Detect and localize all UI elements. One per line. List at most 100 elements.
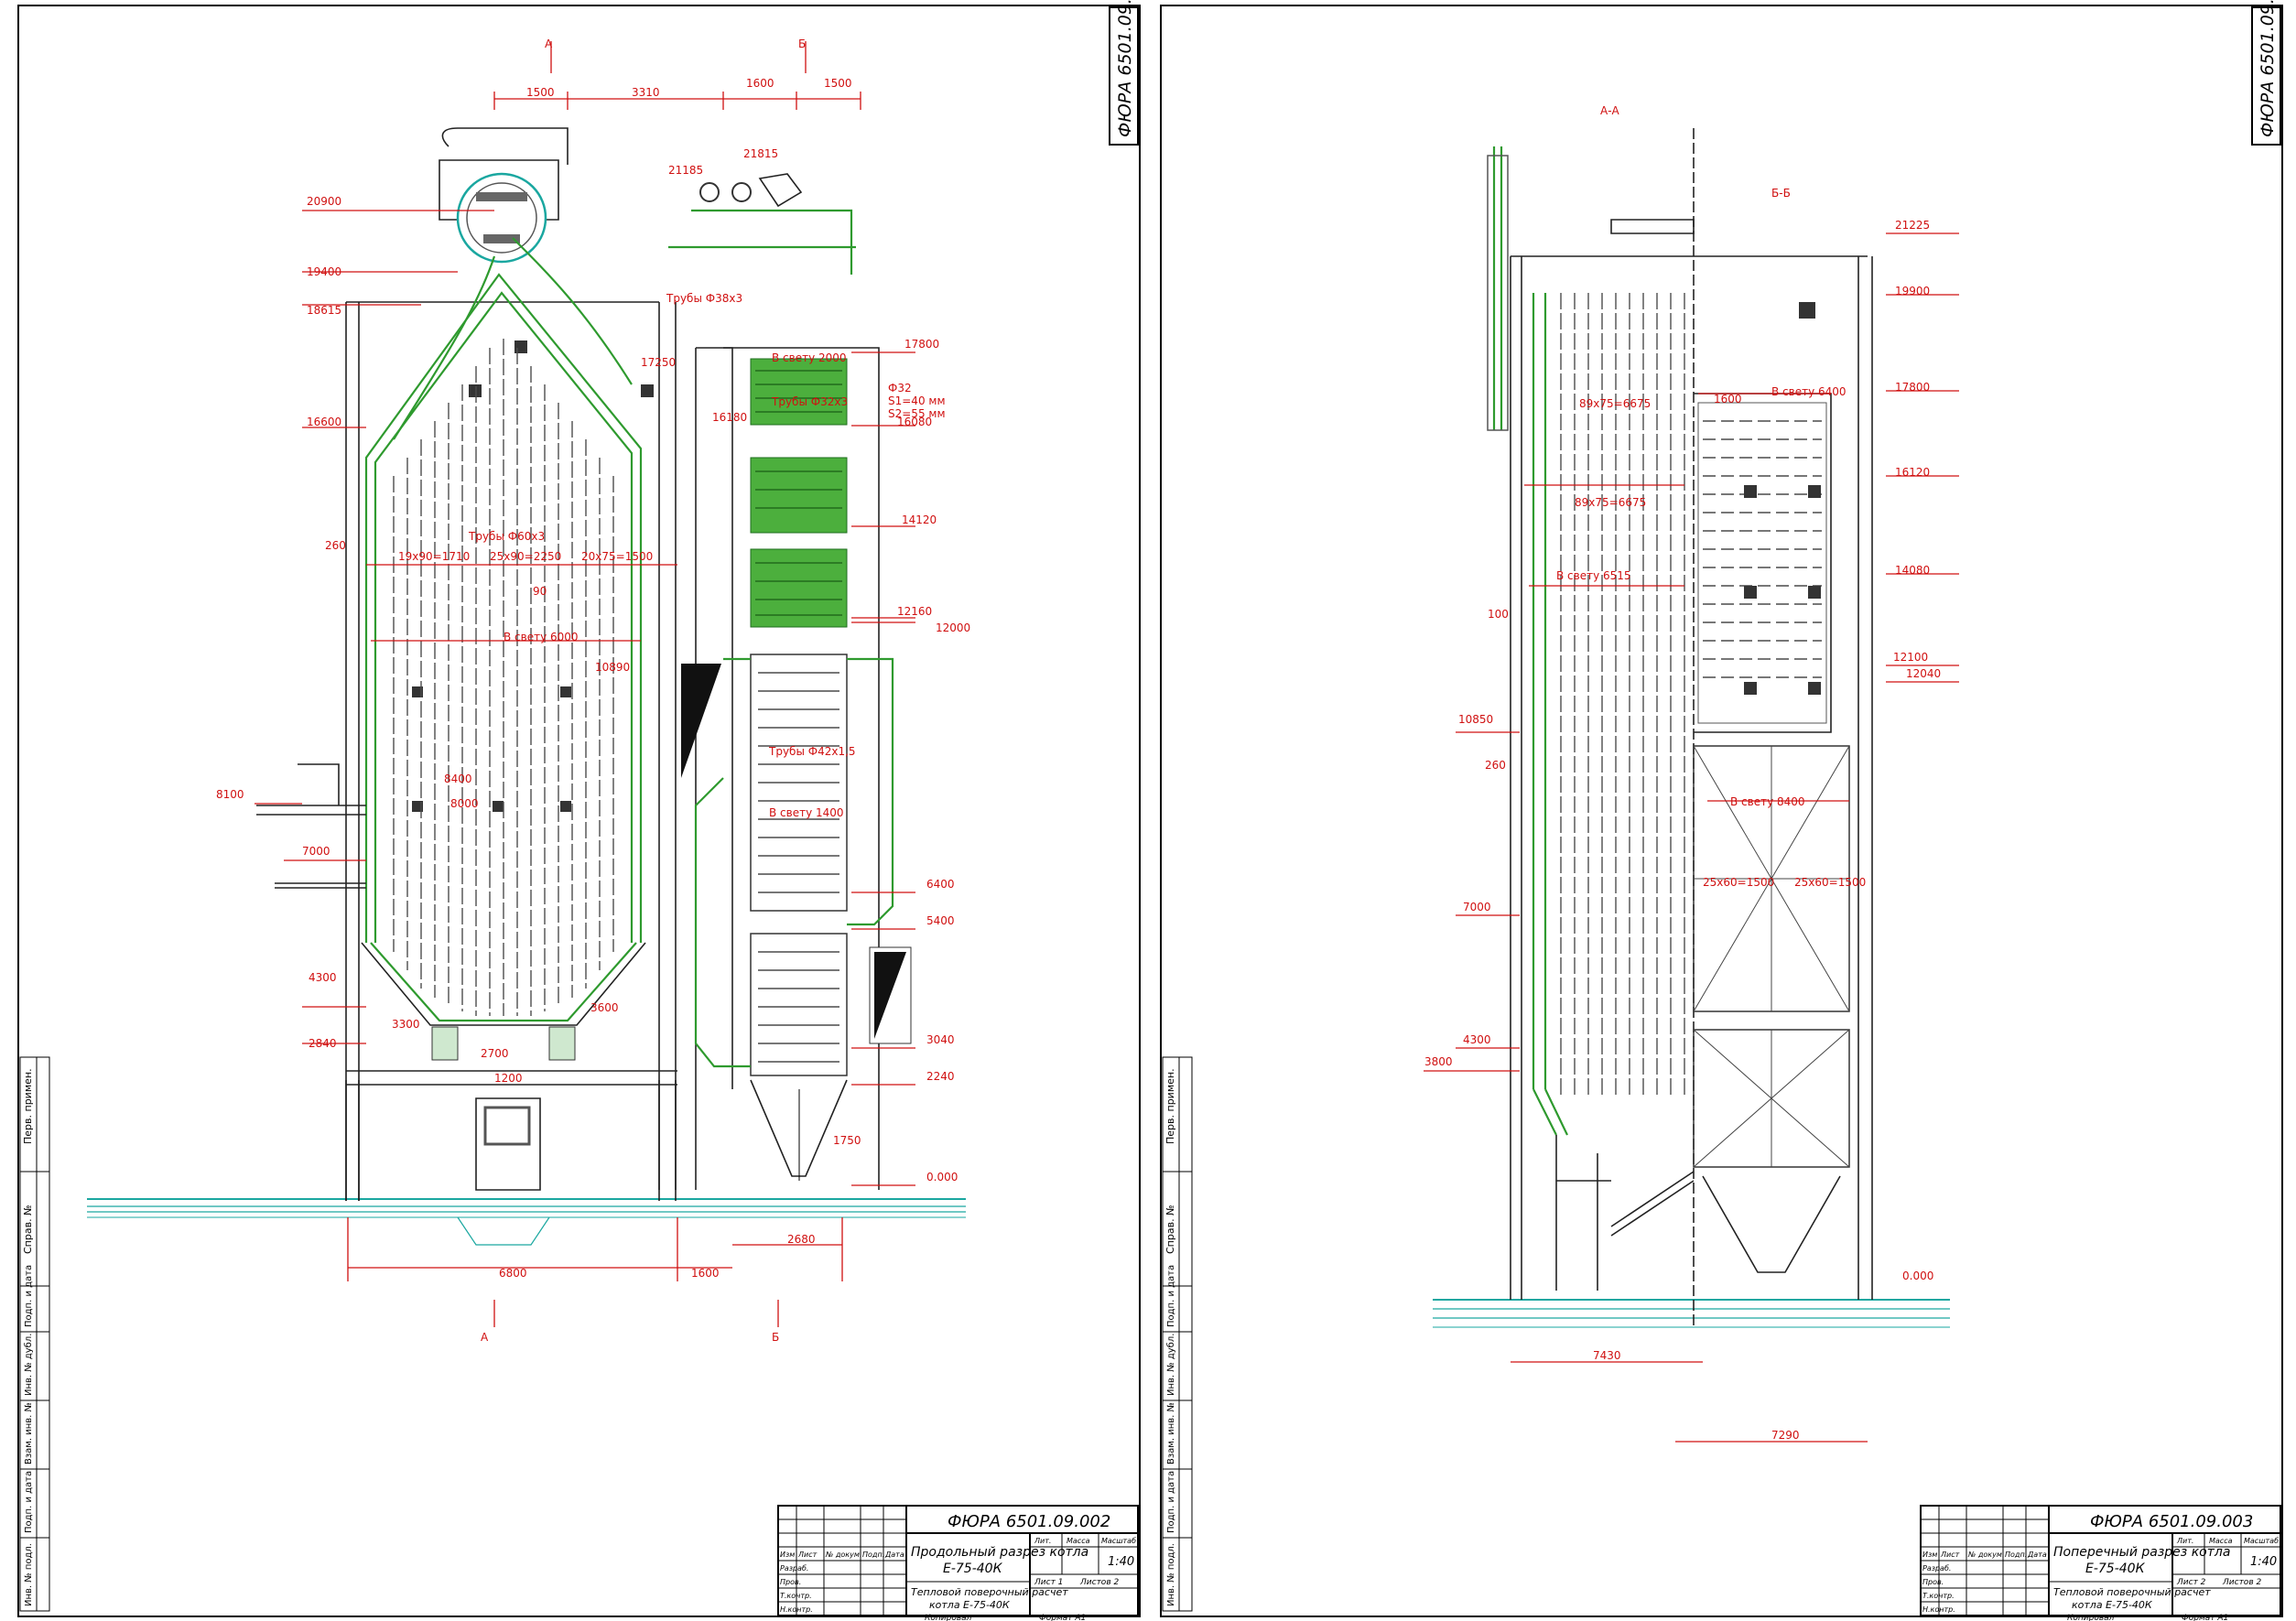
sheet-1-dimensions: 20900 19400 18615 16600 8100 7000 4300 2… <box>216 38 970 1344</box>
sheet-2-side-stamp: Перв. примен. Справ. № Подп. и дата Инв.… <box>1162 1056 1193 1612</box>
sheet-2-dimensions: 21225 19900 17800 16120 14080 12100 1204… <box>1424 219 1959 1443</box>
elev-16080: 16080 <box>897 416 932 428</box>
elev2-19900: 19900 <box>1895 285 1930 297</box>
dim-20x75: 20x75=1500 <box>581 550 653 563</box>
elev-19400: 19400 <box>307 265 341 278</box>
dim-1500b: 1500 <box>824 77 852 90</box>
note-clear-1400: В свету 1400 <box>769 806 844 819</box>
sheet-1-ground <box>87 1198 966 1246</box>
dim-1200: 1200 <box>494 1072 523 1085</box>
elev-3600: 3600 <box>590 1001 619 1014</box>
elev-16600: 16600 <box>307 416 341 428</box>
sheet-1-code-box <box>1109 6 1139 146</box>
note2-clear-8400: В свету 8400 <box>1730 795 1805 808</box>
tb2-razrab: Разраб. <box>1922 1564 1951 1572</box>
cross-section-structure <box>1487 128 1873 1327</box>
elev-3300: 3300 <box>392 1018 420 1031</box>
elev-8000: 8000 <box>450 797 479 810</box>
dim2-260: 260 <box>1485 759 1506 772</box>
elev2-0000: 0.000 <box>1902 1270 1933 1282</box>
note-phi-32: Ф32 <box>888 382 912 394</box>
elev-16180: 16180 <box>712 411 747 424</box>
note2-25x60-a: 25x60=1500 <box>1703 876 1774 889</box>
elev2-12100: 12100 <box>1893 651 1928 664</box>
dim-260: 260 <box>325 539 346 552</box>
stamp-inv-podl: Инв. № подл. <box>24 1543 34 1606</box>
tb1-sheets: Листов 2 <box>1079 1578 1119 1587</box>
elev-3040: 3040 <box>926 1033 955 1046</box>
stamp2-podp-data-1: Подп. и дата <box>1166 1265 1176 1327</box>
note-clear-6000: В свету 6000 <box>504 631 579 643</box>
dim-6800: 6800 <box>499 1267 527 1280</box>
note2-89x75-a: 89x75=6675 <box>1579 397 1651 410</box>
elev-17800: 17800 <box>904 338 939 351</box>
sheet-1-border <box>17 5 1141 1617</box>
tb2-title-1: Поперечный разрез котла <box>2053 1545 2230 1560</box>
section-a-top: А <box>545 38 553 50</box>
stamp-podp-data-1: Подп. и дата <box>24 1265 34 1327</box>
tb2-copied: Копировал <box>2067 1614 2115 1621</box>
stamp2-perv-primen: Перв. примен. <box>1164 1068 1176 1144</box>
elev-17250: 17250 <box>641 356 676 369</box>
stamp2-vzam-inv: Взам. инв. № <box>1166 1402 1176 1464</box>
stamp-vzam-inv: Взам. инв. № <box>24 1402 34 1464</box>
tb2-scale: 1:40 <box>2250 1555 2277 1569</box>
tb2-nkontr: Н.контр. <box>1922 1605 1955 1614</box>
tb1-title-2: Е-75-40К <box>943 1562 1003 1576</box>
elev-7000: 7000 <box>302 845 330 858</box>
dim-25x90: 25x90=2250 <box>490 550 561 563</box>
elev2-3800: 3800 <box>1424 1055 1453 1068</box>
stamp2-sprav: Справ. № <box>1164 1205 1176 1254</box>
tb1-lit: Лит. <box>1034 1537 1051 1545</box>
sheet-2-border <box>1160 5 2283 1617</box>
convective-shaft <box>668 173 912 1190</box>
elev-0000: 0.000 <box>926 1171 958 1183</box>
tb1-prov: Пров. <box>780 1578 801 1586</box>
elev-21815: 21815 <box>743 147 778 160</box>
stamp2-inv-podl: Инв. № подл. <box>1166 1543 1176 1606</box>
tb2-list: Лист <box>1940 1551 1960 1559</box>
elev-18615: 18615 <box>307 304 341 317</box>
tb1-copied: Копировал <box>925 1614 972 1621</box>
tb2-data: Дата <box>2027 1551 2047 1559</box>
note2-25x60-b: 25x60=1500 <box>1794 876 1866 889</box>
aa-tubes <box>1560 293 1685 1098</box>
tb1-data: Дата <box>884 1551 904 1559</box>
tb1-ndoc: № докум. <box>825 1551 861 1559</box>
elev-21185: 21185 <box>668 164 703 177</box>
tb1-tkontr: Т.контр. <box>780 1592 812 1600</box>
section-b-top: Б <box>798 38 806 50</box>
dim-1600: 1600 <box>746 77 774 90</box>
tb1-list: Лист <box>797 1551 818 1559</box>
elev2-10850: 10850 <box>1458 713 1493 726</box>
stamp-perv-primen: Перв. примен. <box>22 1068 34 1144</box>
tb1-format: Формат А1 <box>1039 1614 1086 1621</box>
note-s2: S2=55 мм <box>888 407 946 420</box>
tb2-podp: Подп. <box>2005 1551 2027 1559</box>
note2-clear-6400: В свету 6400 <box>1771 385 1847 398</box>
section-a-bottom: А <box>481 1331 489 1344</box>
tb2-subtitle-2: котла Е-75-40К <box>2072 1599 2153 1611</box>
furnace-structure <box>256 127 677 1201</box>
tb2-massa: Масса <box>2209 1537 2233 1545</box>
tb2-format: Формат А1 <box>2182 1614 2228 1621</box>
tb1-title-1: Продольный разрез котла <box>911 1545 1088 1560</box>
dim-2700: 2700 <box>481 1047 509 1060</box>
dim2-100: 100 <box>1488 608 1509 621</box>
note2-clear-6515: В свету 6515 <box>1556 569 1631 582</box>
stamp-podp-data-2: Подп. и дата <box>24 1471 34 1533</box>
elev-20900: 20900 <box>307 195 341 208</box>
note2-89x75-b: 89x75=6675 <box>1575 496 1646 509</box>
sheet-1: Перв. примен. Справ. № Подп. и дата Инв.… <box>17 0 1141 1621</box>
note-s1: S1=40 мм <box>888 394 946 407</box>
elev2-16120: 16120 <box>1895 466 1930 479</box>
tb2-izm: Изм <box>1922 1551 1937 1559</box>
tb1-scale: 1:40 <box>1108 1555 1134 1569</box>
elev2-12040: 12040 <box>1906 667 1941 680</box>
dim2-7430: 7430 <box>1593 1349 1621 1362</box>
elev2-21225: 21225 <box>1895 219 1930 232</box>
stamp2-podp-data-2: Подп. и дата <box>1166 1471 1176 1533</box>
section-aa-label: А-А <box>1600 104 1620 117</box>
tb2-code: ФЮРА 6501.09.003 <box>2090 1512 2253 1531</box>
tb1-masshtab: Масштаб <box>1101 1537 1136 1545</box>
